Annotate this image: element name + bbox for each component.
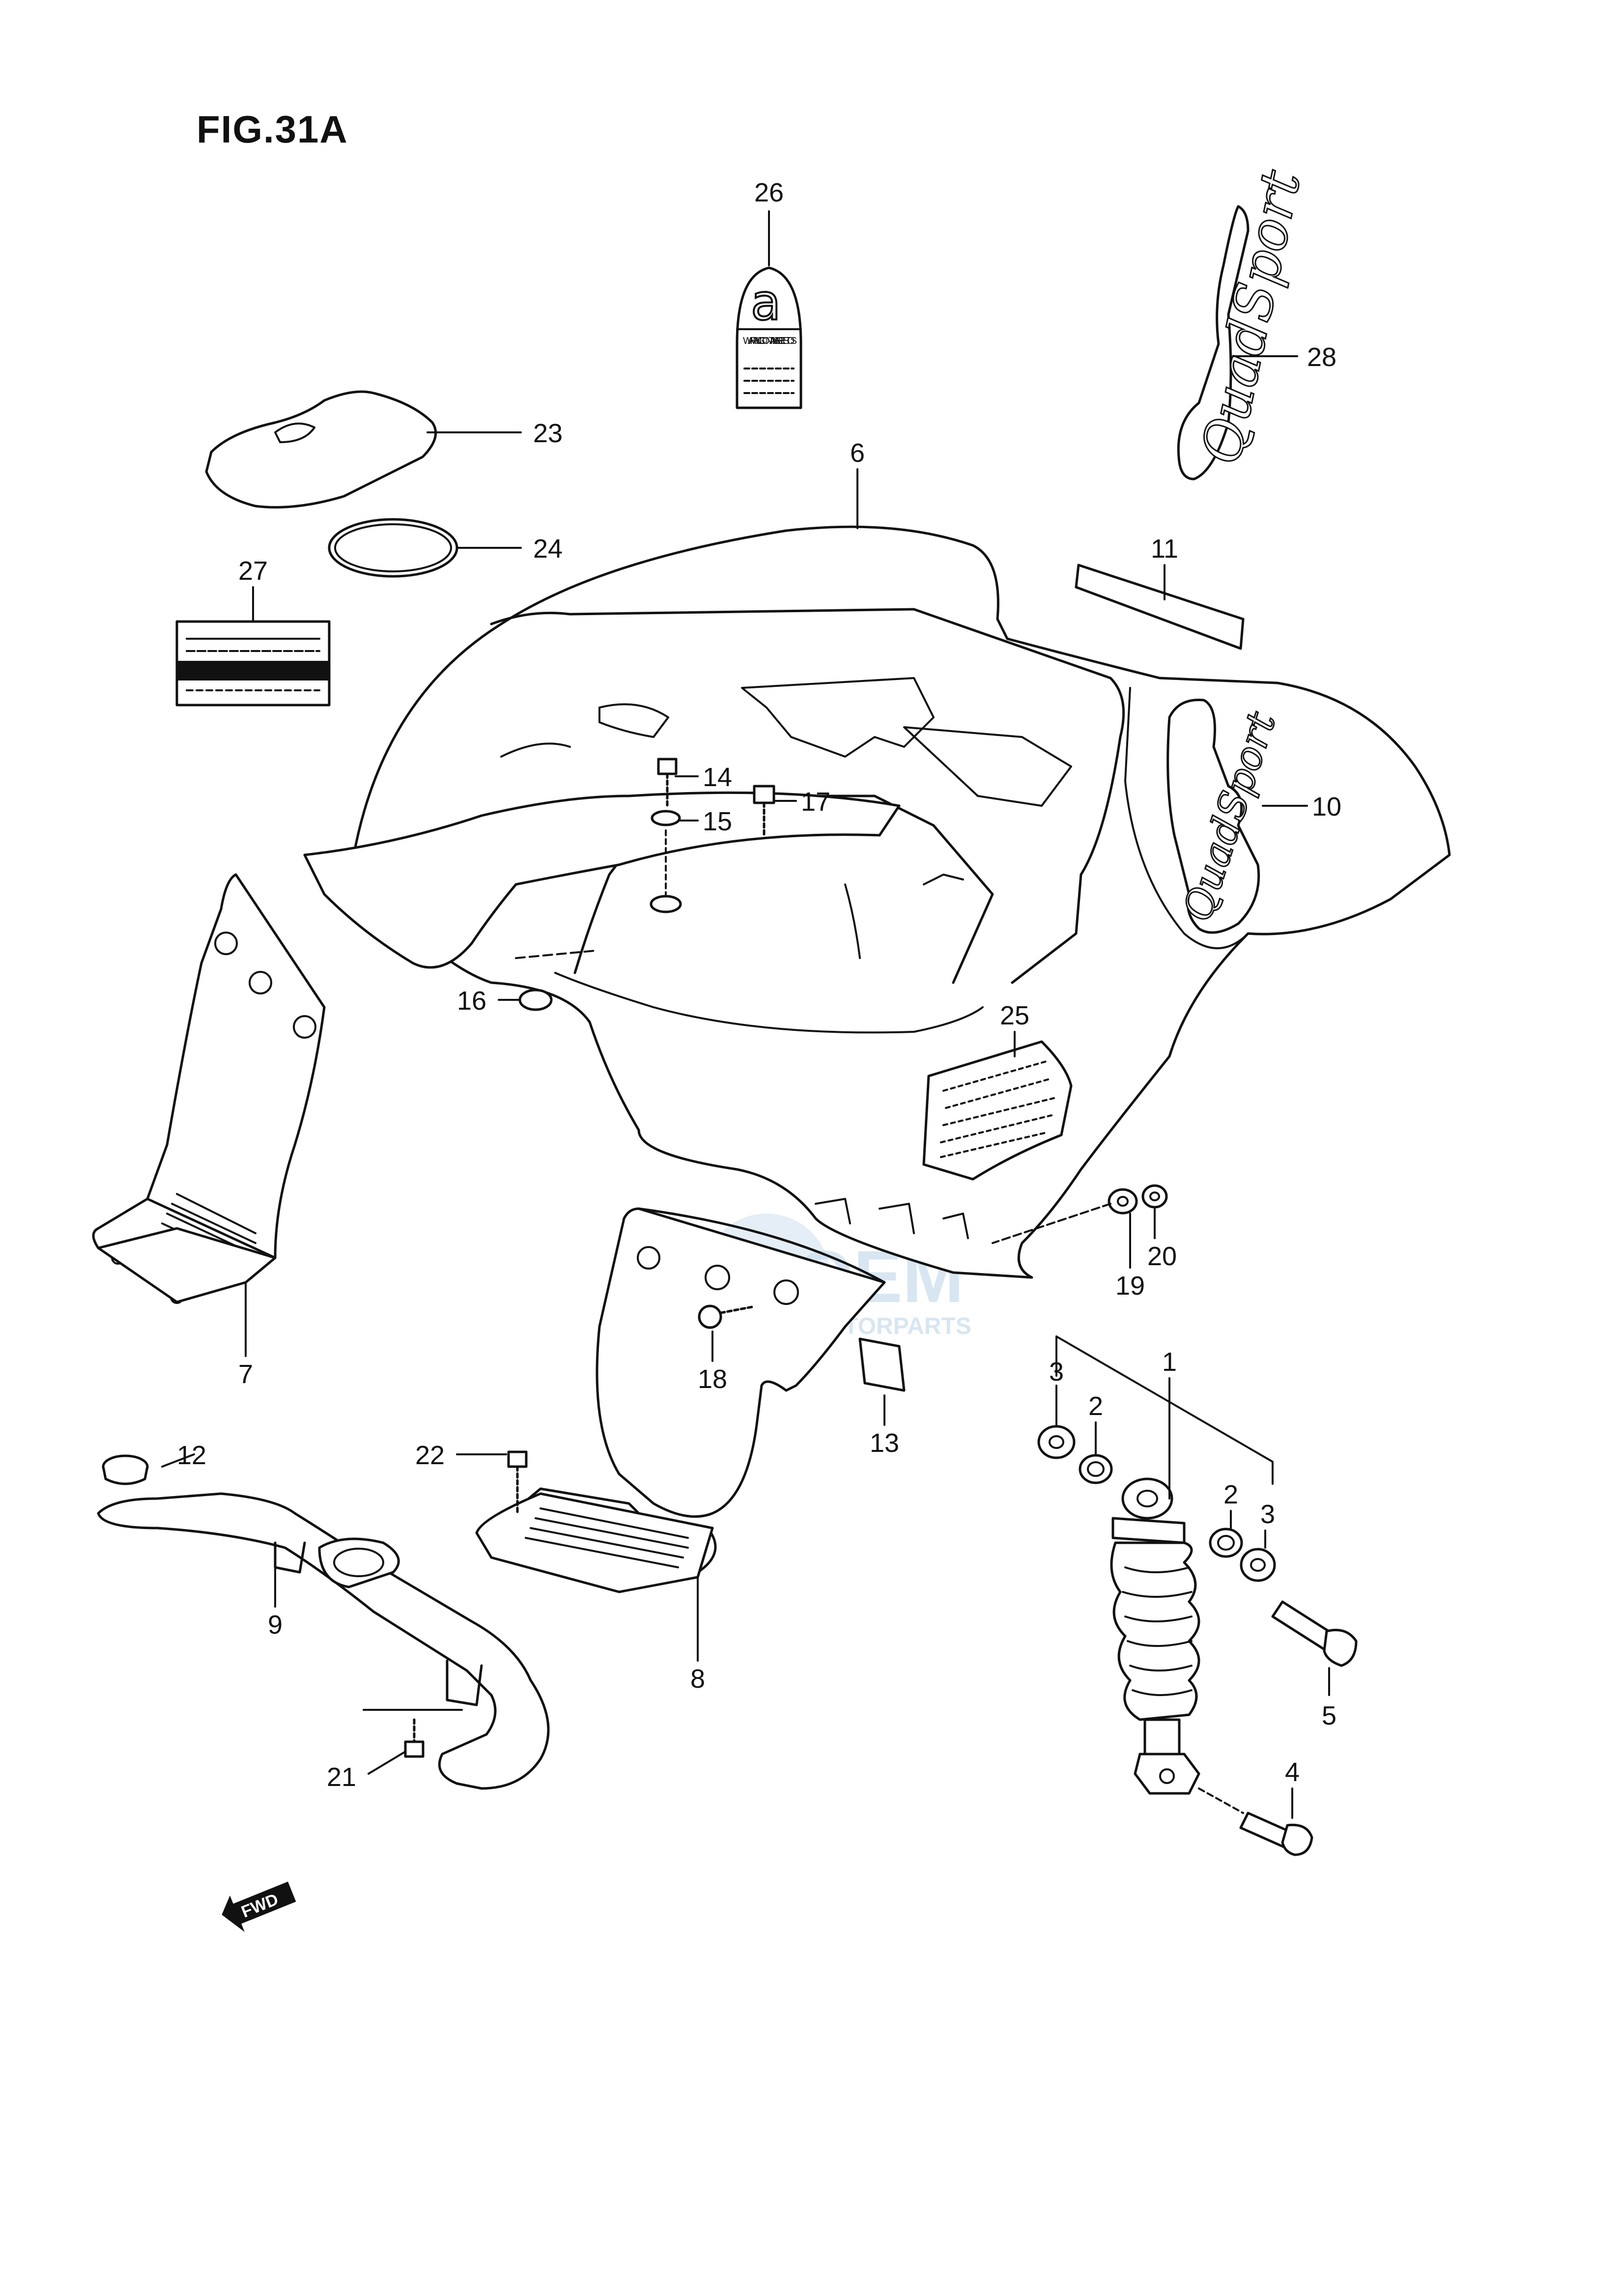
callout-11: 11 <box>1151 534 1178 564</box>
part-13-pad <box>858 1337 906 1392</box>
callout-10: 10 <box>1312 792 1341 822</box>
callout-25: 25 <box>1000 1001 1029 1030</box>
part-24-o-ring <box>328 518 458 578</box>
svg-text:a: a <box>751 274 781 331</box>
quadsport-emblem-text: QuadSport <box>1189 165 1312 469</box>
part-23-cover <box>205 390 437 509</box>
callout-4: 4 <box>1285 1757 1300 1787</box>
callout-24: 24 <box>533 534 563 564</box>
part-3-bush-upper <box>1037 1425 1076 1459</box>
leader-lines <box>161 210 1330 1819</box>
part-10-side-emblem <box>1166 698 1260 934</box>
callout-1: 1 <box>1162 1347 1177 1377</box>
part-2-washer-lower <box>1209 1528 1243 1558</box>
part-28-quadsport-emblem: QuadSport <box>1177 164 1313 481</box>
part-15-washer <box>650 810 682 913</box>
callout-17: 17 <box>801 787 830 817</box>
fwd-arrow-icon: FWD <box>222 1881 296 1932</box>
callout-2-lower: 2 <box>1223 1480 1238 1509</box>
callout-20: 20 <box>1147 1242 1177 1271</box>
part-3-bush-lower <box>1240 1548 1276 1582</box>
warning-sticker-text: WARNING CONTAINS ASBESTOS <box>743 336 797 346</box>
figure-title: FIG.31A <box>197 108 348 151</box>
callout-18: 18 <box>698 1364 727 1394</box>
part-17-bolt <box>753 785 775 837</box>
part-27-label <box>175 620 331 707</box>
callout-28: 28 <box>1307 342 1336 372</box>
callout-9: 9 <box>268 1610 283 1640</box>
part-2-washer-upper <box>1079 1454 1113 1484</box>
part-16-nut <box>515 950 596 1011</box>
part-11-stripe <box>1075 564 1245 650</box>
part-6-rear-fender: QuadSport <box>303 525 1451 1279</box>
part-19-washer <box>1108 1188 1138 1215</box>
part-21-bolt <box>363 1709 463 1758</box>
part-1-shock-absorber <box>1110 1477 1200 1795</box>
part-12-cap <box>102 1454 149 1485</box>
part-8-right-mudguard <box>475 1207 886 1593</box>
callout-6: 6 <box>850 438 865 468</box>
part-26-warning-sticker: a WARNING CONTAINS ASBESTOS <box>736 266 802 409</box>
callout-12: 12 <box>177 1441 206 1470</box>
callout-21: 21 <box>327 1762 356 1792</box>
callout-23: 23 <box>533 419 563 448</box>
callout-2-upper: 2 <box>1088 1391 1103 1421</box>
callout-26: 26 <box>754 178 784 207</box>
callout-3-upper: 3 <box>1049 1357 1064 1387</box>
callout-13: 13 <box>870 1428 899 1458</box>
callout-8: 8 <box>690 1664 705 1694</box>
part-20-nut <box>992 1184 1168 1244</box>
part-14-bolt <box>657 758 678 807</box>
callout-15: 15 <box>703 807 732 836</box>
callout-16: 16 <box>457 986 486 1016</box>
callout-27: 27 <box>238 556 268 586</box>
part-7-left-mudguard <box>92 873 326 1304</box>
callout-7: 7 <box>238 1360 253 1389</box>
callout-labels: 26 28 23 24 27 6 11 14 15 17 10 16 25 19… <box>177 178 1341 1792</box>
callout-5: 5 <box>1322 1701 1336 1730</box>
callout-22: 22 <box>415 1441 445 1470</box>
part-5-bolt <box>1271 1600 1358 1667</box>
callout-3-lower: 3 <box>1260 1500 1275 1529</box>
part-4-bolt <box>1198 1787 1313 1856</box>
part-25-warning-label <box>922 1040 1073 1181</box>
part-22-bolt <box>507 1450 528 1515</box>
part-9-rear-bar <box>97 1492 550 1790</box>
part-18-bolt <box>698 1304 753 1329</box>
callout-19: 19 <box>1115 1271 1145 1301</box>
callout-14: 14 <box>703 763 732 792</box>
